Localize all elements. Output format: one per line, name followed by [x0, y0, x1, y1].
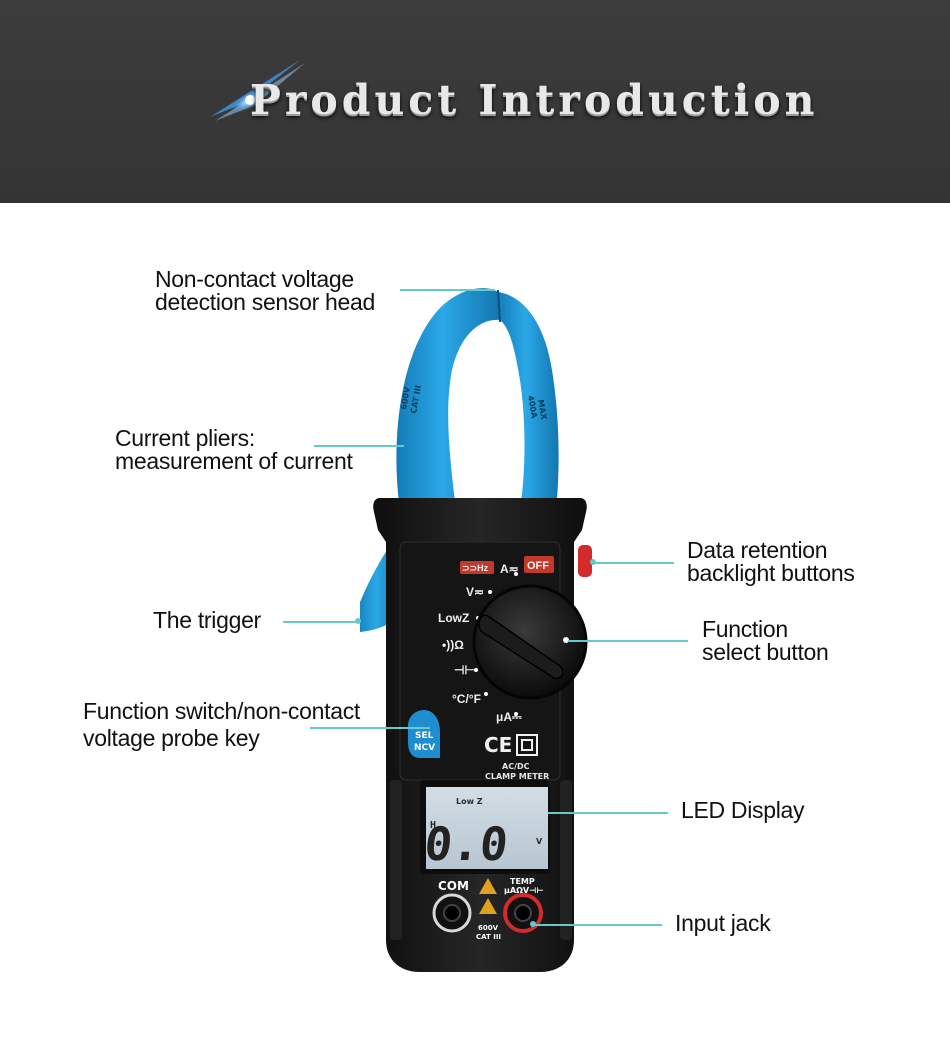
dial-microamp: μA⎓	[496, 710, 522, 724]
com-jack[interactable]	[432, 893, 472, 933]
dial-lowz: LowZ	[438, 611, 469, 625]
jaw-rating-right-2: 400A	[526, 395, 539, 420]
input-label-top: TEMP	[510, 877, 535, 886]
callout-display-line1: LED Display	[681, 797, 805, 823]
dial-clamp-hz: ⊃⊃Hz	[462, 563, 489, 573]
callout-display: LED Display	[681, 797, 805, 823]
callout-jack-line1: Input jack	[675, 910, 771, 936]
lcd-mode: Low Z	[456, 797, 483, 806]
lcd-hold: H	[430, 820, 436, 831]
jaw-rating-left-1: 600V	[399, 385, 412, 410]
leader-jack-dot	[530, 921, 536, 927]
com-label: COM	[438, 879, 469, 893]
model-line-2: CLAMP METER	[485, 772, 549, 781]
clamp-jaw-right	[498, 292, 559, 510]
data-retention-button[interactable]	[578, 545, 592, 577]
sel-key-label: SEL	[415, 731, 434, 741]
callout-pliers-line1: Current pliers:	[115, 425, 255, 451]
leader-trigger-dot	[355, 618, 361, 624]
dial-ohm: •))Ω	[442, 638, 464, 652]
model-line-1: AC/DC	[502, 762, 530, 771]
light-flare-icon	[210, 60, 305, 121]
leader-jack	[532, 924, 662, 926]
callout-function-line2: select button	[702, 639, 829, 665]
leader-retention-dot	[590, 559, 596, 565]
ce-mark: CE	[484, 733, 512, 757]
callout-sel-key-line2: voltage probe key	[83, 725, 260, 751]
leader-trigger	[283, 621, 358, 623]
jaw-rating-right-1: MAX	[536, 399, 549, 421]
dial-off: OFF	[527, 560, 549, 572]
clamp-meter-illustration: 600V CAT III MAX 400A ⊃⊃Hz A≂ OFF V≂ Low…	[360, 288, 592, 972]
callout-sel-key: Function switch/non-contact voltage prob…	[83, 700, 360, 750]
lcd-display	[426, 787, 548, 869]
dial-volts: V≂	[466, 585, 484, 599]
clamp-jaw	[396, 288, 500, 510]
leader-display	[548, 812, 668, 814]
leader-pliers	[314, 445, 404, 447]
callout-function: Function select button	[702, 618, 829, 664]
leader-function	[568, 640, 688, 642]
callout-retention-line1: Data retention	[687, 537, 828, 563]
rating-line-2: CAT III	[476, 933, 501, 941]
lcd-reading: 0.0	[422, 817, 511, 871]
callout-function-line1: Function	[702, 616, 788, 642]
callout-ncv-head: Non-contact voltage detection sensor hea…	[155, 268, 375, 314]
header-banner: Product Introduction	[0, 0, 950, 203]
page-title: Product Introduction	[250, 76, 819, 124]
leader-ncv-head	[400, 289, 495, 291]
callout-ncv-head-line1: Non-contact voltage	[155, 266, 354, 292]
callout-retention: Data retention backlight buttons	[687, 539, 855, 585]
function-select-knob[interactable]	[472, 584, 588, 700]
callout-pliers-line2: measurement of current	[115, 448, 353, 474]
dial-amps-ac: A≂	[500, 562, 519, 576]
callout-trigger: The trigger	[153, 609, 261, 632]
callout-ncv-head-line2: detection sensor head	[155, 289, 376, 315]
dial-cap: ⊣⊢	[454, 663, 475, 677]
callout-jack: Input jack	[675, 910, 771, 936]
ncv-key-label: NCV	[414, 743, 435, 753]
input-label-bottom: μAΩV⊣⊢	[504, 886, 544, 895]
dial-temp: °C/°F	[452, 692, 481, 706]
rating-line-1: 600V	[478, 924, 499, 932]
leader-sel-key	[310, 727, 430, 729]
callout-retention-line2: backlight buttons	[687, 560, 855, 586]
lcd-unit: V	[536, 837, 543, 846]
callout-sel-key-line1: Function switch/non-contact	[83, 698, 360, 724]
leader-retention	[594, 562, 674, 564]
callout-trigger-line1: The trigger	[153, 607, 261, 633]
sel-ncv-key[interactable]: SEL NCV	[408, 710, 440, 758]
callout-pliers: Current pliers: measurement of current	[115, 427, 353, 473]
